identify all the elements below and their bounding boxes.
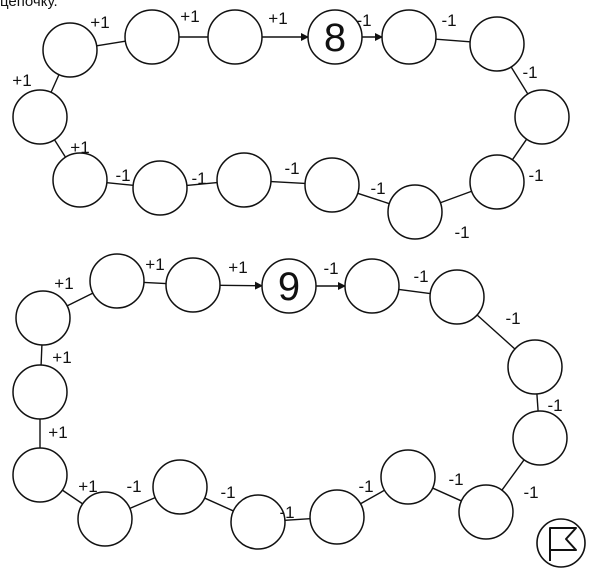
answer-circle[interactable]	[15, 290, 71, 346]
operation-label: -1	[191, 169, 206, 188]
answer-circle[interactable]	[52, 152, 108, 208]
chain-connector	[50, 74, 60, 93]
operation-label: +1	[145, 255, 164, 274]
chain-connector	[53, 139, 67, 158]
start-circle	[307, 9, 363, 65]
chain-connector	[204, 497, 234, 512]
chain-connector	[501, 459, 525, 491]
answer-circle[interactable]	[387, 184, 443, 240]
number-chain-8: 8 -1 -1 -1 -1 -1 -1 -1 -1 -1 +1 +1 +1 +1 +1	[12, 7, 570, 242]
operation-label: +1	[48, 423, 67, 442]
operation-label: -1	[284, 159, 299, 178]
answer-circle[interactable]	[507, 339, 563, 395]
chain-connector	[432, 487, 462, 502]
operation-label: -1	[356, 11, 371, 30]
operation-label: +1	[90, 13, 109, 32]
operation-label: -1	[523, 483, 538, 502]
operation-label: -1	[505, 309, 520, 328]
answer-circle[interactable]	[469, 154, 525, 210]
answer-circle[interactable]	[77, 491, 133, 547]
chain-connector	[357, 192, 390, 205]
answer-circle[interactable]	[380, 449, 436, 505]
instruction-text: цепочку.	[0, 0, 58, 10]
operation-label: -1	[522, 63, 537, 82]
operation-label: -1	[547, 396, 562, 415]
chain-connector	[511, 138, 528, 161]
operation-label: -1	[454, 223, 469, 242]
operation-label: -1	[370, 179, 385, 198]
chain-connector	[398, 288, 431, 295]
chain-connector	[270, 180, 306, 185]
start-value: 8	[324, 16, 346, 60]
chain-connector	[476, 314, 516, 350]
operation-label: -1	[279, 503, 294, 522]
operation-label: +1	[180, 7, 199, 26]
operation-label: -1	[441, 11, 456, 30]
operation-label: -1	[126, 477, 141, 496]
start-circle	[261, 258, 317, 314]
answer-circle[interactable]	[152, 459, 208, 515]
operation-label: +1	[70, 138, 89, 157]
operation-label: -1	[413, 267, 428, 286]
chain-connector	[186, 181, 218, 187]
operation-label: +1	[12, 71, 31, 90]
chain-connector	[284, 518, 311, 521]
answer-circle[interactable]	[12, 447, 68, 503]
chain-connector	[510, 66, 529, 95]
answer-circle[interactable]	[309, 489, 365, 545]
chain-connector	[435, 38, 471, 43]
chain-connector	[40, 344, 43, 366]
answer-circle[interactable]	[132, 160, 188, 216]
operation-label: -1	[220, 483, 235, 502]
operation-label: -1	[448, 470, 463, 489]
flag-icon	[536, 518, 586, 568]
answer-circle[interactable]	[381, 9, 437, 65]
answer-circle[interactable]	[207, 9, 263, 65]
start-value: 9	[278, 265, 300, 309]
number-chain-9: 9 -1 -1 -1 -1 -1 -1 -1 -1 -1 -1 +1 +1 +1 +1 +1 +1	[12, 253, 568, 550]
answer-circle[interactable]	[12, 89, 68, 145]
operation-label: -1	[115, 166, 130, 185]
chain-connector	[360, 489, 385, 505]
operation-label: +1	[268, 9, 287, 28]
operation-label: -1	[528, 166, 543, 185]
answer-circle[interactable]	[216, 152, 272, 208]
answer-circle[interactable]	[429, 269, 485, 325]
operation-label: +1	[78, 477, 97, 496]
chain-connector	[66, 292, 94, 307]
answer-circle[interactable]	[124, 9, 180, 65]
chain-connector	[106, 181, 134, 187]
answer-circle[interactable]	[89, 253, 145, 309]
chain-connector	[96, 40, 126, 47]
answer-circle[interactable]	[514, 89, 570, 145]
answer-circle[interactable]	[512, 410, 568, 466]
answer-circle[interactable]	[165, 257, 221, 313]
answer-circle[interactable]	[230, 494, 286, 550]
answer-circle[interactable]	[42, 22, 98, 78]
chain-connector	[61, 489, 84, 505]
operation-label: +1	[52, 348, 71, 367]
answer-circle[interactable]	[344, 258, 400, 314]
answer-circle[interactable]	[469, 16, 525, 72]
operation-label: +1	[54, 274, 73, 293]
chain-connector	[143, 281, 167, 285]
chain-connector	[536, 393, 539, 412]
chain-connector	[440, 190, 472, 204]
answer-circle[interactable]	[12, 364, 68, 420]
chain-connector	[129, 496, 156, 510]
operation-label: -1	[323, 259, 338, 278]
operation-label: -1	[358, 477, 373, 496]
answer-circle[interactable]	[458, 484, 514, 540]
answer-circle[interactable]	[304, 157, 360, 213]
operation-label: +1	[228, 258, 247, 277]
